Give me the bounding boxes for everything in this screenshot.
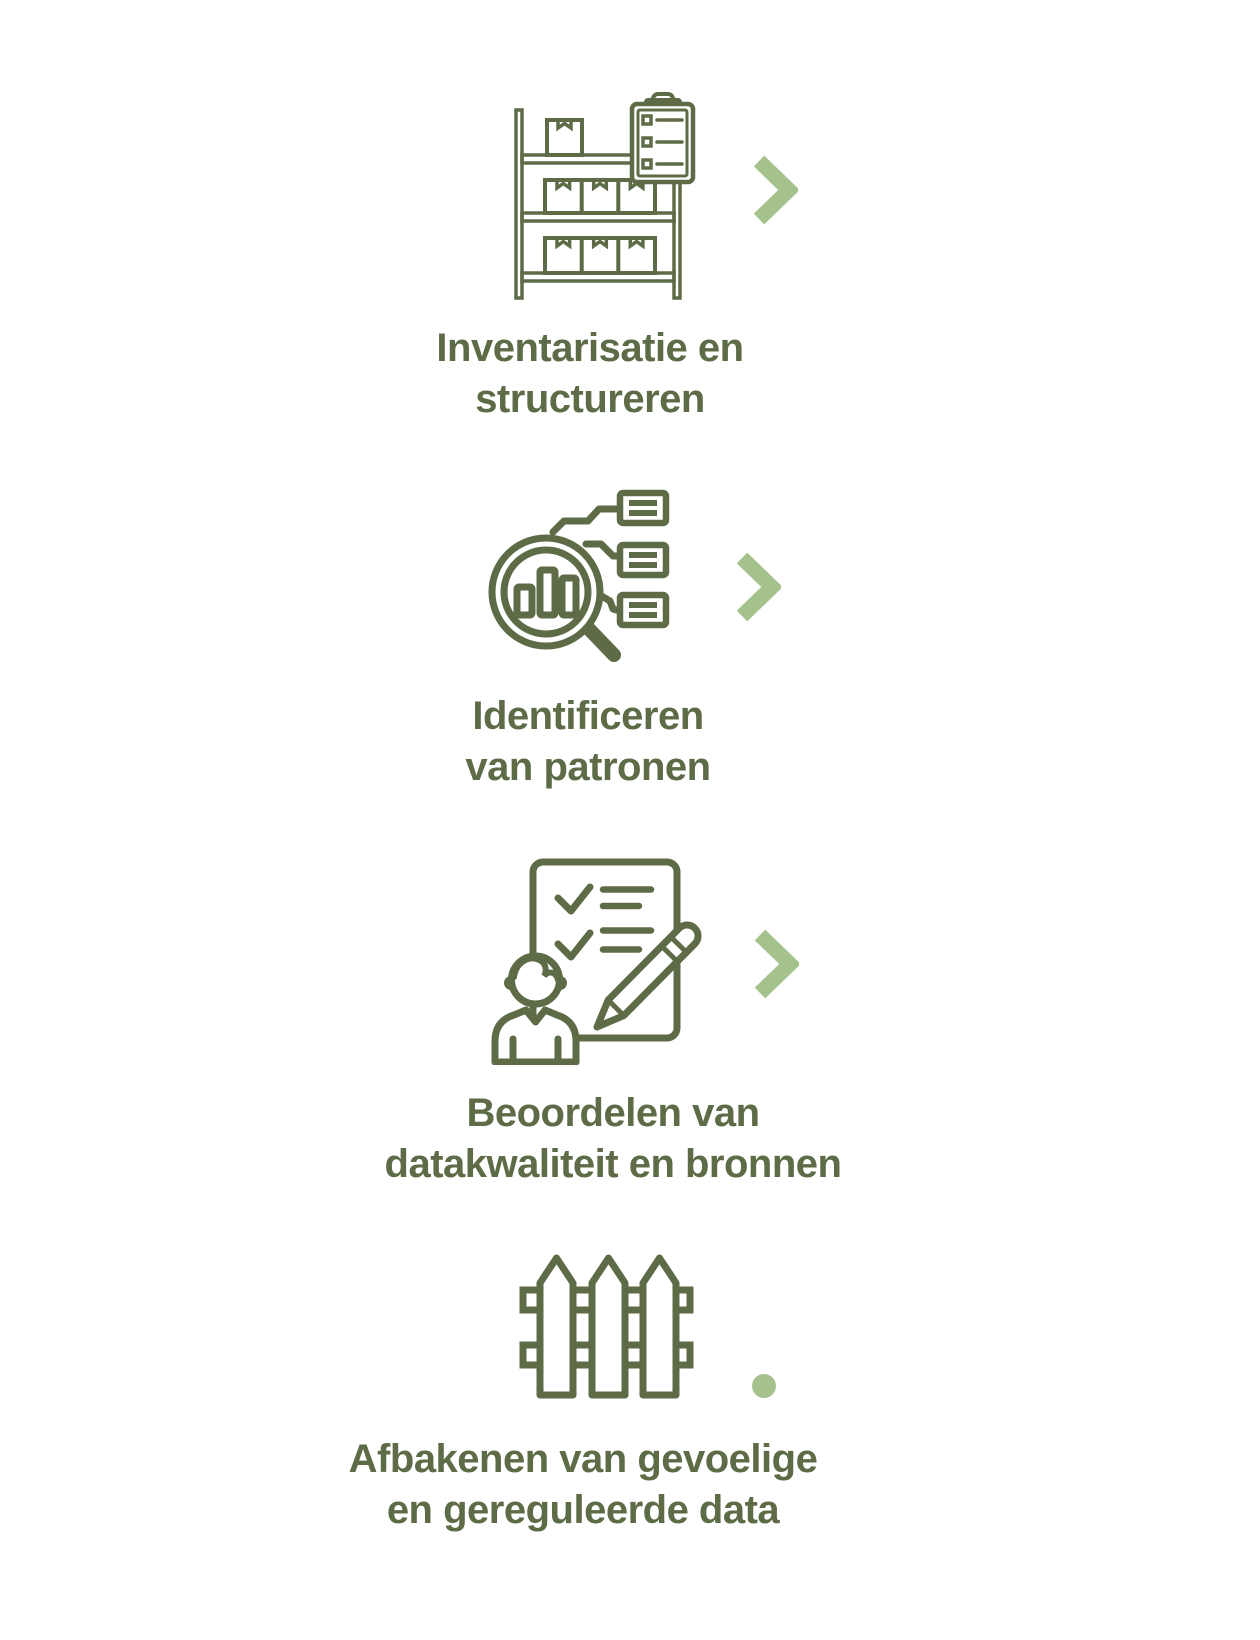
picket-fence-icon: [519, 1254, 694, 1399]
chevron-right-icon: [736, 552, 781, 622]
caption-line: Afbakenen van gevoelige: [348, 1437, 818, 1481]
magnifier-bar-chart-mapping-icon: [488, 489, 670, 662]
person-checklist-pencil-icon: [491, 858, 702, 1065]
caption-line: en gereguleerde data: [386, 1488, 780, 1532]
step-caption-3: Beoordelen van datakwaliteit en bronnen: [263, 1088, 963, 1190]
caption-line: van patronen: [465, 745, 711, 789]
step-caption-2: Identificeren van patronen: [238, 691, 938, 793]
caption-line: Beoordelen van: [466, 1091, 760, 1135]
chevron-right-icon: [754, 929, 799, 999]
step-caption-4: Afbakenen van gevoelige en gereguleerde …: [233, 1434, 933, 1536]
caption-line: Identificeren: [472, 694, 704, 738]
warehouse-shelf-clipboard-icon: [514, 92, 696, 300]
caption-line: datakwaliteit en bronnen: [384, 1142, 842, 1186]
chevron-right-icon: [753, 155, 798, 225]
end-dot: [752, 1374, 776, 1398]
step-caption-1: Inventarisatie en structureren: [240, 323, 940, 425]
caption-line: Inventarisatie en: [436, 326, 744, 370]
caption-line: structureren: [475, 377, 705, 421]
